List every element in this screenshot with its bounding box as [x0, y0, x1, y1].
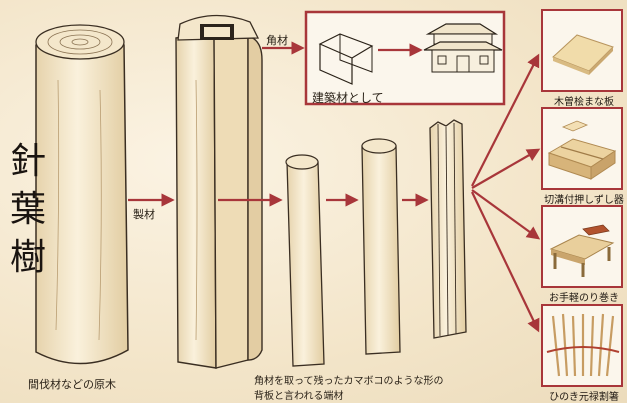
sawn-log	[175, 14, 263, 369]
flow-arrows	[128, 41, 541, 333]
heading-char: 樹	[10, 237, 47, 278]
arrow-to-product-3	[471, 189, 541, 240]
sawing-label: 製材	[133, 208, 155, 221]
offcut-label-line1: 角材を取って残ったカマボコのような形の	[254, 376, 444, 387]
cutting-board-icon	[552, 34, 614, 75]
sushi-press-icon	[547, 120, 617, 180]
chopsticks-icon	[546, 313, 620, 377]
product-thumb-cutting-board	[541, 9, 623, 92]
product-name-2: 切溝付押しずし器	[544, 195, 624, 206]
building-material-label: 建築材として	[312, 91, 384, 105]
backing-plank-2	[361, 138, 401, 355]
square-timber-label: 角材	[266, 34, 288, 47]
product-name-3: お手軽のり巻き	[549, 293, 619, 304]
heading-char: 針	[10, 141, 47, 182]
building-material-box	[304, 10, 506, 106]
softwood-heading: 針 葉 樹	[10, 138, 50, 282]
offcut-label-line2: 背板と言われる端材	[254, 391, 344, 402]
sushi-roll-mat-icon	[549, 224, 615, 277]
raw-log	[35, 24, 129, 365]
product-thumb-sushi-roll	[541, 205, 623, 288]
raw-log-label: 間伐材などの原木	[28, 378, 116, 391]
heading-char: 葉	[10, 189, 47, 230]
product-name-1: 木曽桧まな板	[554, 97, 614, 108]
product-thumb-sushi-press	[541, 107, 623, 190]
board-stack	[429, 119, 467, 339]
backing-plank-1	[285, 154, 325, 367]
product-thumb-chopsticks	[541, 304, 623, 387]
product-name-4: ひのき元禄割箸	[549, 392, 619, 403]
arrow-to-product-1	[471, 53, 540, 187]
arrow-to-product-2	[471, 148, 541, 189]
arrow-to-product-4	[471, 191, 540, 333]
